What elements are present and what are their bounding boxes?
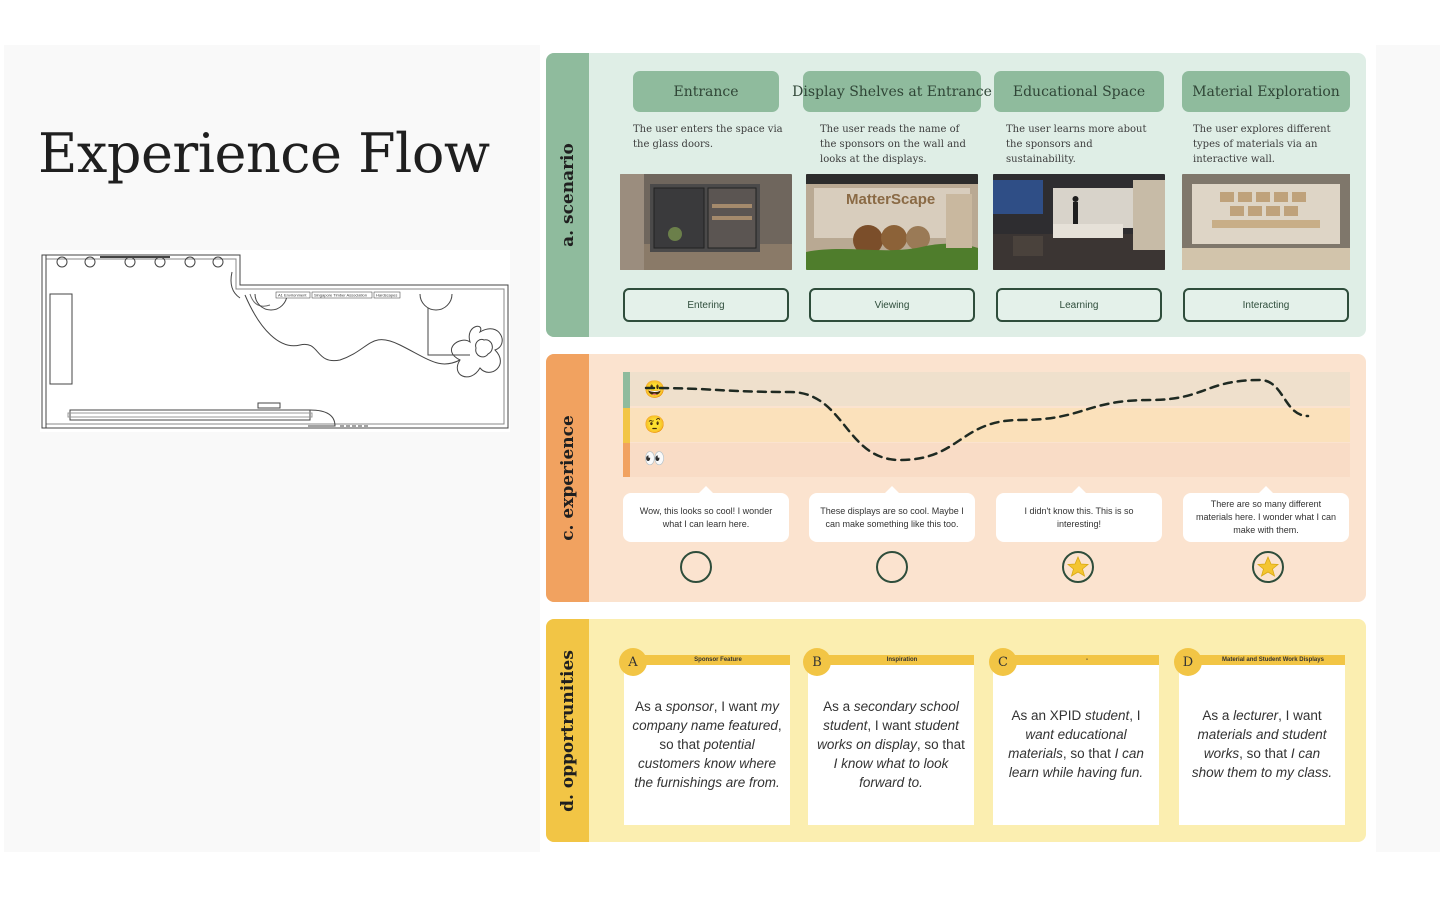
emotion-row-curious xyxy=(623,443,1350,477)
floor-plan-drawing: A1 Environment Singapore Timber Associat… xyxy=(41,254,509,429)
photo-sign-text: MatterScape xyxy=(846,191,935,208)
matterscape-wall-photo: MatterScape xyxy=(806,174,978,270)
emotion-marker xyxy=(623,408,630,443)
opportunity-card-d: Material and Student Work Displays As a … xyxy=(1179,655,1345,825)
card-body: As a sponsor, I want my company name fea… xyxy=(632,698,782,790)
rating-circle-starred[interactable] xyxy=(1062,551,1094,583)
eyes-icon: 👀 xyxy=(644,449,666,468)
glass-door-entrance-photo xyxy=(620,174,792,270)
card-heading: Inspiration xyxy=(808,655,974,665)
phase-description: The user reads the name of the sponsors … xyxy=(820,124,966,165)
card-letter-badge: C xyxy=(989,648,1017,676)
star-icon xyxy=(1256,555,1280,577)
rating-circle[interactable] xyxy=(876,551,908,583)
card-heading: - xyxy=(993,655,1159,665)
interacting-button[interactable]: Interacting xyxy=(1183,288,1349,322)
star-icon xyxy=(1066,555,1090,577)
floor-plan-label: Hardscapes xyxy=(376,293,397,298)
emotion-marker xyxy=(623,443,630,477)
card-heading: Material and Student Work Displays xyxy=(1179,655,1345,665)
opportunity-card-a: Sponsor Feature As a sponsor, I want my … xyxy=(624,655,790,825)
learning-button[interactable]: Learning xyxy=(996,288,1162,322)
rating-circle[interactable] xyxy=(680,551,712,583)
emotion-marker xyxy=(623,372,630,408)
thought-bubble: There are so many different materials he… xyxy=(1183,486,1349,542)
card-body: As an XPID student, I want educational m… xyxy=(1008,708,1144,780)
journey-curve xyxy=(644,378,1310,462)
thought-bubble: I didn't know this. This is so interesti… xyxy=(996,486,1162,542)
floor-plan-label: A1 Environment xyxy=(278,293,307,298)
card-letter-badge: D xyxy=(1174,648,1202,676)
emotion-row-skeptical xyxy=(623,408,1350,442)
opportunities-label: d. opportrunities xyxy=(546,619,589,842)
phase-entrance: Entrance xyxy=(633,71,779,112)
phase-display-shelves: Display Shelves at Entrance xyxy=(792,71,992,112)
educational-space-photo xyxy=(993,174,1165,270)
opportunity-card-b: Inspiration As a secondary school studen… xyxy=(808,655,974,825)
phase-description: The user learns more about the sponsors … xyxy=(1006,124,1147,165)
phase-educational-space: Educational Space xyxy=(994,71,1164,112)
opportunity-card-c: - As an XPID student, I want educational… xyxy=(993,655,1159,825)
phase-material-exploration: Material Exploration xyxy=(1182,71,1350,112)
card-heading: Sponsor Feature xyxy=(624,655,790,665)
happy-face-icon: 😃 xyxy=(644,380,666,399)
skeptical-face-icon: 🤨 xyxy=(644,415,666,434)
thought-bubble: Wow, this looks so cool! I wonder what I… xyxy=(623,486,789,542)
journey-path xyxy=(644,378,1310,462)
phase-description: The user enters the space via the glass … xyxy=(633,124,783,150)
card-body: As a secondary school student, I want st… xyxy=(817,698,965,790)
phase-description: The user explores different types of mat… xyxy=(1193,124,1331,165)
rating-circle-starred[interactable] xyxy=(1252,551,1284,583)
card-letter-badge: B xyxy=(803,648,831,676)
page-title: Experience Flow xyxy=(38,122,490,185)
entering-button[interactable]: Entering xyxy=(623,288,789,322)
scenario-label: a. scenario xyxy=(546,53,589,337)
emotion-row-happy xyxy=(623,372,1350,406)
floor-plan: A1 Environment Singapore Timber Associat… xyxy=(40,250,510,432)
floor-plan-label: Singapore Timber Association xyxy=(314,293,367,298)
card-letter-badge: A xyxy=(619,648,647,676)
material-wall-photo xyxy=(1182,174,1354,270)
viewing-button[interactable]: Viewing xyxy=(809,288,975,322)
experience-label: c. experience xyxy=(546,354,589,602)
card-body: As a lecturer, I want materials and stud… xyxy=(1191,708,1333,780)
thought-bubble: These displays are so cool. Maybe I can … xyxy=(809,486,975,542)
